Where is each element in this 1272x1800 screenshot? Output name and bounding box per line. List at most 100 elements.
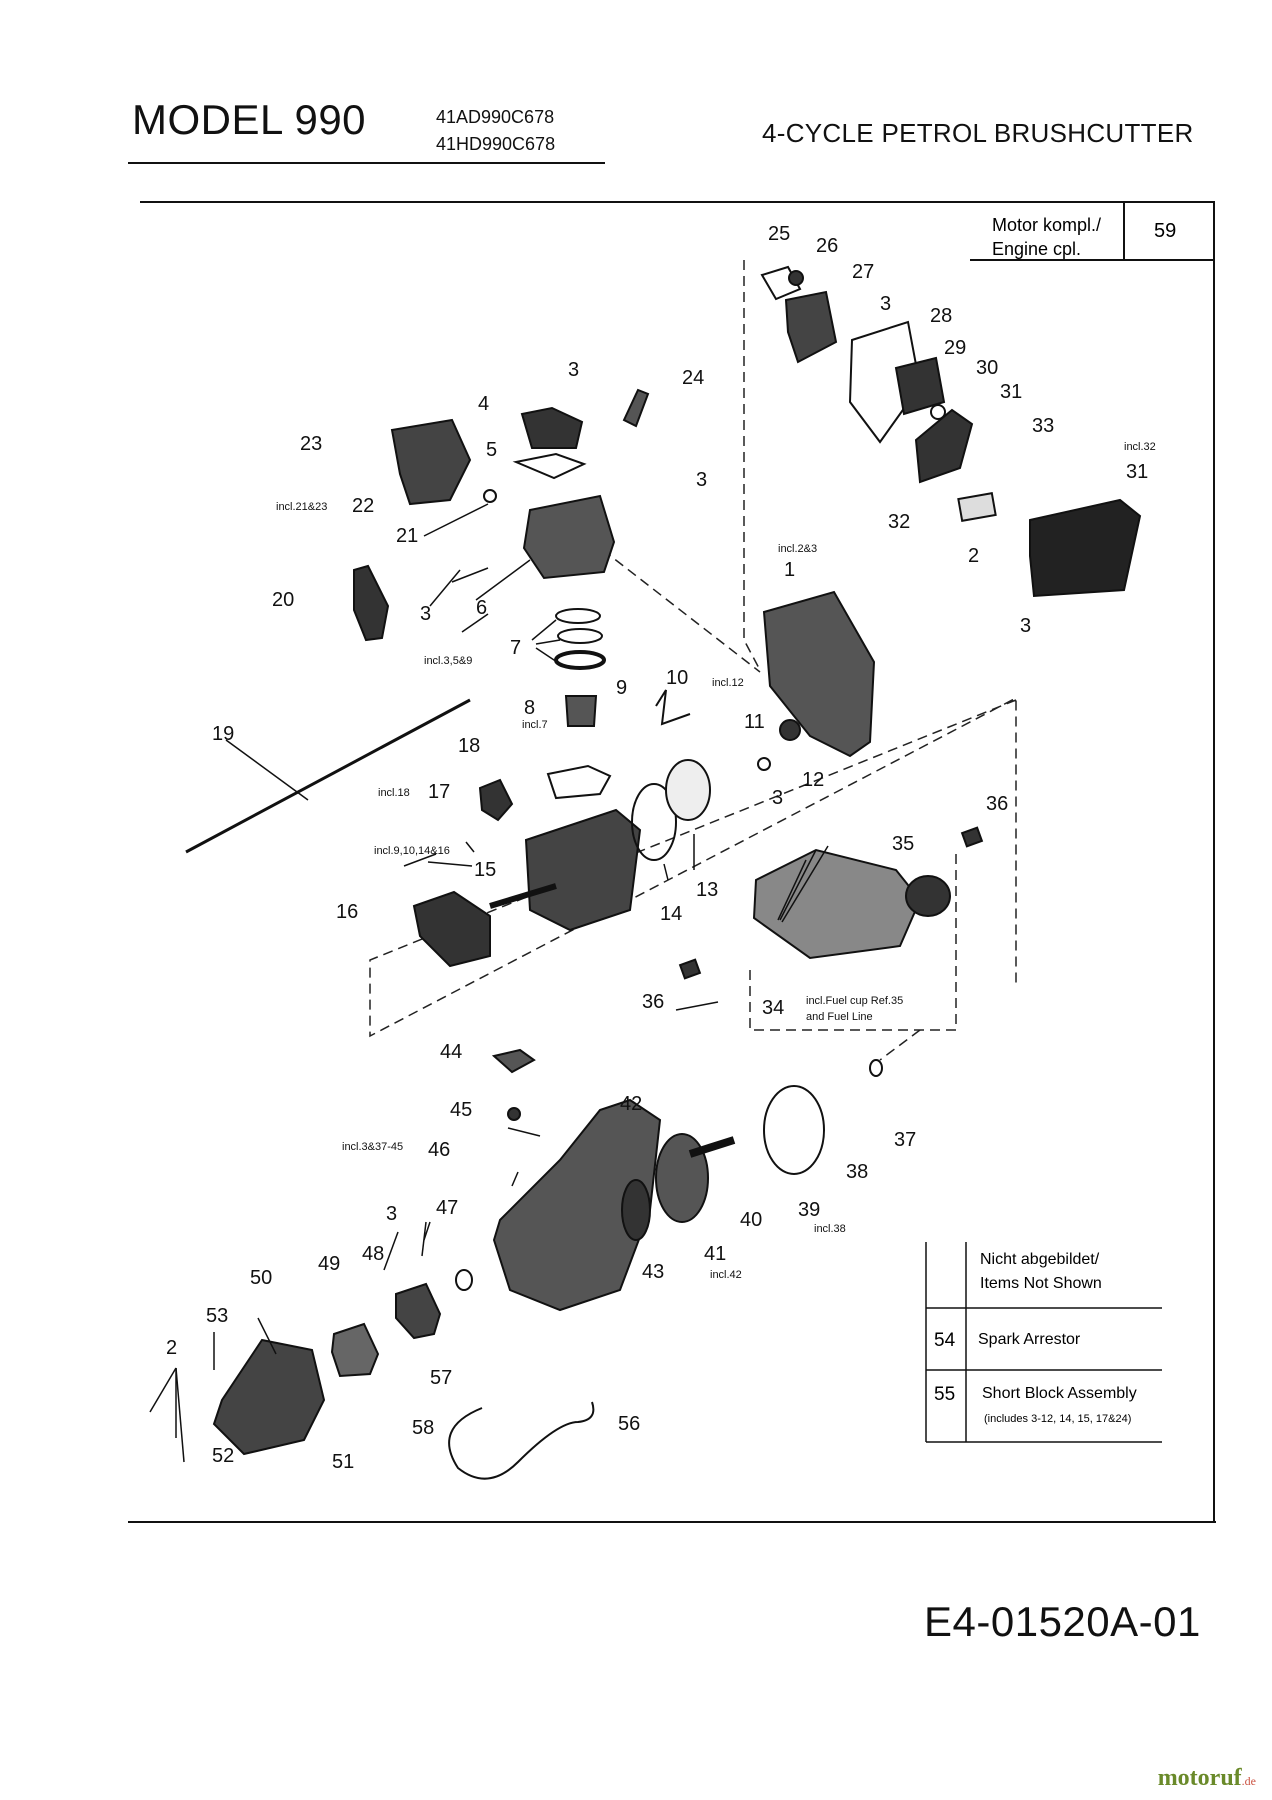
leader-lines xyxy=(149,503,829,1463)
callout-2a: 2 xyxy=(968,545,979,567)
note-incl-3-5-9: incl.3,5&9 xyxy=(424,655,472,667)
fuel-cap-35-shape xyxy=(905,875,951,917)
callout-36a: 36 xyxy=(986,793,1008,815)
note-incl-38: incl.38 xyxy=(814,1223,846,1235)
callout-41: 41 xyxy=(704,1243,726,1265)
engine-box-label-2: Engine cpl. xyxy=(992,239,1081,259)
callout-3c: 3 xyxy=(696,469,707,491)
nut-45-shape xyxy=(507,1107,521,1121)
engine-box-label-1: Motor kompl./ xyxy=(992,215,1101,235)
carburetor-27-shape xyxy=(784,290,838,364)
not-shown-row-1-num: 54 xyxy=(934,1330,956,1351)
gear-housing-50-shape xyxy=(212,1338,326,1456)
model-code-2: 41HD990C678 xyxy=(436,134,556,154)
callout-38: 38 xyxy=(846,1161,868,1183)
callout-3d: 3 xyxy=(1020,615,1031,637)
model-codes: 41AD990C678 41HD990C678 xyxy=(436,104,555,158)
callout-4: 4 xyxy=(478,393,489,415)
note-fuel-cup-1: incl.Fuel cup Ref.35 xyxy=(806,995,903,1007)
ring-7b-shape xyxy=(557,628,603,644)
ring-7c-shape xyxy=(554,650,606,670)
flywheel-16-shape xyxy=(412,890,491,968)
cable-56-shape xyxy=(448,1401,595,1480)
callout-36b: 36 xyxy=(642,991,664,1013)
inclusion-notes: incl.21&23 incl.32 incl.2&3 incl.3,5&9 i… xyxy=(276,441,1156,1281)
plate-17-shape xyxy=(478,778,514,822)
callout-30: 30 xyxy=(976,357,998,379)
cover-39-shape xyxy=(763,1085,825,1175)
title-rule xyxy=(128,162,605,164)
note-incl-7: incl.7 xyxy=(522,719,548,731)
callout-43: 43 xyxy=(642,1261,664,1283)
filter-22-shape xyxy=(390,418,472,506)
callout-10: 10 xyxy=(666,667,688,689)
callout-31a: 31 xyxy=(1000,381,1022,403)
callout-20: 20 xyxy=(272,589,294,611)
filter-29-shape xyxy=(894,356,946,416)
note-incl-3-37-45: incl.3&37-45 xyxy=(342,1141,403,1153)
cover-4-shape xyxy=(520,406,584,449)
drum-49-shape xyxy=(330,1322,380,1378)
callout-57: 57 xyxy=(430,1367,452,1389)
callout-32: 32 xyxy=(888,511,910,533)
spark-plug-24-shape xyxy=(622,388,650,428)
piston-8-shape xyxy=(564,695,598,727)
callout-5: 5 xyxy=(486,439,497,461)
callout-48: 48 xyxy=(362,1243,384,1265)
note-incl-12: incl.12 xyxy=(712,677,744,689)
callout-22: 22 xyxy=(352,495,374,517)
not-shown-row-1-text: Spark Arrestor xyxy=(978,1331,1081,1348)
callout-7: 7 xyxy=(510,637,521,659)
callout-23: 23 xyxy=(300,433,322,455)
document-code: E4-01520A-01 xyxy=(924,1598,1201,1645)
callout-44: 44 xyxy=(440,1041,462,1063)
callout-45: 45 xyxy=(450,1099,472,1121)
watermark-text: motoruf xyxy=(1157,1765,1242,1791)
callout-3f: 3 xyxy=(772,787,783,809)
not-shown-header-2: Items Not Shown xyxy=(980,1275,1102,1292)
callout-53: 53 xyxy=(206,1305,228,1327)
callout-1: 1 xyxy=(784,559,795,581)
callout-58: 58 xyxy=(412,1417,434,1439)
callout-9: 9 xyxy=(616,677,627,699)
callout-13: 13 xyxy=(696,879,718,901)
note-incl-18: incl.18 xyxy=(378,787,410,799)
callout-6: 6 xyxy=(476,597,487,619)
spring-43-shape xyxy=(621,1179,651,1241)
note-incl-2-3: incl.2&3 xyxy=(778,543,817,555)
crankshaft-15-shape xyxy=(489,883,557,909)
fuel-tank-34-shape xyxy=(752,848,922,960)
clip-36a-shape xyxy=(960,826,984,848)
note-incl-42: incl.42 xyxy=(710,1269,742,1281)
nut-26-shape xyxy=(788,270,804,286)
callout-12: 12 xyxy=(802,769,824,791)
callout-2b: 2 xyxy=(166,1337,177,1359)
ring-7a-shape xyxy=(555,608,601,624)
callout-35: 35 xyxy=(892,833,914,855)
not-shown-row-2-num: 55 xyxy=(934,1384,955,1405)
callout-numbers: 25 26 27 3 28 29 30 31 33 24 4 3 5 23 22… xyxy=(166,223,1148,1473)
not-shown-row-2-text: Short Block Assembly xyxy=(982,1385,1137,1402)
note-incl-21-23: incl.21&23 xyxy=(276,501,327,513)
note-incl-32: incl.32 xyxy=(1124,441,1156,453)
callout-52: 52 xyxy=(212,1445,234,1467)
callout-17: 17 xyxy=(428,781,450,803)
callout-8: 8 xyxy=(524,697,535,719)
callout-50: 50 xyxy=(250,1267,272,1289)
handle-44-shape xyxy=(491,1048,536,1074)
callout-49: 49 xyxy=(318,1253,340,1275)
callout-21: 21 xyxy=(396,525,418,547)
callout-26: 26 xyxy=(816,235,838,257)
callout-15: 15 xyxy=(474,859,496,881)
housing-31-shape xyxy=(914,408,974,484)
callout-46: 46 xyxy=(428,1139,450,1161)
callout-27: 27 xyxy=(852,261,874,283)
model-title: MODEL 990 xyxy=(132,96,367,143)
callout-40: 40 xyxy=(740,1209,762,1231)
washer-47-shape xyxy=(455,1269,473,1291)
fitting-11-shape xyxy=(779,719,801,741)
gasket-5-shape xyxy=(512,452,587,480)
not-shown-header-1: Nicht abgebildet/ xyxy=(980,1251,1100,1268)
callout-42: 42 xyxy=(620,1093,642,1115)
